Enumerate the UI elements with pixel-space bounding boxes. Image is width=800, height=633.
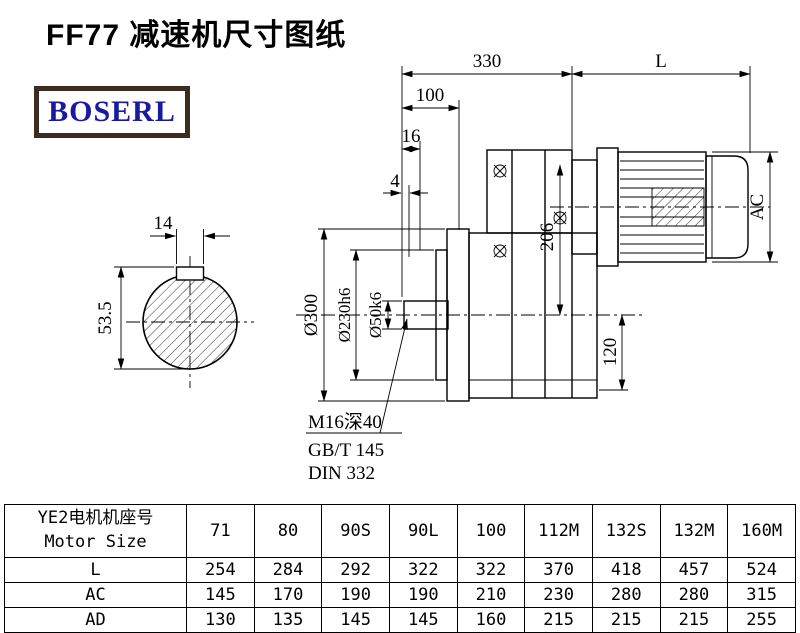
- dim-label-330: 330: [473, 51, 502, 72]
- gear-housing-lower: [468, 232, 598, 399]
- col-header: 90L: [388, 504, 458, 558]
- col-header: 112M: [524, 504, 593, 558]
- table-cell: 370: [524, 556, 593, 583]
- table-cell: 315: [727, 581, 796, 608]
- tapped-hole-note: M16深40 GB/T 145 DIN 332: [306, 318, 408, 484]
- output-shaft: [403, 300, 449, 330]
- dim-label-4: 4: [390, 171, 400, 192]
- table-cell: 255: [727, 606, 796, 633]
- shaft-section-view: 14 53.5: [95, 213, 254, 388]
- bolt-symbol-1: [493, 164, 507, 178]
- motor-size-header-cn: YE2电机机座号: [37, 508, 154, 528]
- dimension-AC: AC: [712, 151, 778, 263]
- dimension-120: 120: [599, 314, 628, 391]
- fan-cover: [705, 155, 749, 259]
- dim-label-120: 120: [600, 338, 621, 367]
- shaft-section-circle: [142, 274, 238, 370]
- table-cell: 145: [388, 606, 458, 633]
- table-cell: 215: [659, 606, 729, 633]
- dim-label-dia300: Ø300: [301, 294, 322, 336]
- dim-label-16: 16: [402, 126, 421, 147]
- col-header: 132S: [591, 504, 661, 558]
- col-header: 100: [456, 504, 526, 558]
- dimension-4: 4: [383, 171, 428, 257]
- table-cell: 292: [321, 556, 390, 583]
- dimension-L: L: [571, 51, 751, 153]
- col-header: 90S: [321, 504, 390, 558]
- table-header-row: YE2电机机座号 Motor Size 71 80 90S 90L 100 11…: [4, 504, 796, 558]
- boserl-logo: BOSERL: [34, 86, 190, 138]
- table-cell: 190: [388, 581, 458, 608]
- table-cell: 230: [524, 581, 593, 608]
- table-cell: 215: [591, 606, 661, 633]
- note-label-m16: M16深40: [308, 411, 382, 433]
- page-title: FF77 减速机尺寸图纸: [46, 19, 347, 52]
- table-cell: 160: [456, 606, 526, 633]
- motor: [596, 147, 749, 267]
- dim-key-width: 14: [150, 213, 230, 264]
- table-cell: 524: [727, 556, 796, 583]
- dimension-dia50k6: Ø50k6: [366, 292, 402, 338]
- dim-label-206: 206: [537, 223, 558, 252]
- dimension-206: 206: [537, 164, 564, 316]
- table-cell: 254: [186, 556, 255, 583]
- table-cell: 130: [186, 606, 255, 633]
- dim-label-L: L: [655, 51, 667, 72]
- dimension-dia300: Ø300: [301, 228, 445, 402]
- table-cell: 210: [456, 581, 526, 608]
- row-label: L: [4, 556, 187, 583]
- bolt-symbol-2: [493, 244, 507, 258]
- table-row-AD: AD 130 135 145 145 160 215 215 215 255: [4, 606, 796, 633]
- table-cell: 145: [186, 581, 255, 608]
- table-cell: 170: [253, 581, 323, 608]
- dim-label-53-5: 53.5: [95, 301, 116, 334]
- row-label: AC: [4, 581, 187, 608]
- col-header: 160M: [727, 504, 796, 558]
- keyway: [175, 266, 205, 281]
- table-cell: 418: [591, 556, 661, 583]
- table-row-L: L 254 284 292 322 322 370 418 457 524: [4, 556, 796, 583]
- note-label-gb: GB/T 145: [308, 440, 384, 461]
- table-cell: 280: [659, 581, 729, 608]
- dimension-16: 16: [401, 126, 421, 250]
- dimension-dia230h6: Ø230h6: [335, 249, 434, 381]
- table-cell: 135: [253, 606, 323, 633]
- dim-label-AC: AC: [747, 194, 768, 220]
- dimension-table: YE2电机机座号 Motor Size 71 80 90S 90L 100 11…: [4, 504, 796, 633]
- dimension-100: 100: [401, 85, 460, 230]
- table-cell: 322: [456, 556, 526, 583]
- table-cell: 145: [321, 606, 390, 633]
- table-cell: 457: [659, 556, 729, 583]
- dim-label-100: 100: [416, 85, 445, 106]
- note-label-din: DIN 332: [308, 463, 375, 484]
- table-cell: 322: [388, 556, 458, 583]
- motor-stator-block: [651, 187, 705, 227]
- motor-size-header-cell: YE2电机机座号 Motor Size: [4, 504, 187, 558]
- row-label: AD: [4, 606, 187, 633]
- table-cell: 215: [524, 606, 593, 633]
- reducer-main-view: [296, 147, 770, 402]
- technical-drawing: 14 53.5: [95, 51, 778, 484]
- dim-label-dia230h6: Ø230h6: [335, 288, 354, 343]
- col-header: 80: [253, 504, 323, 558]
- boserl-logo-text: BOSERL: [48, 95, 176, 128]
- dim-label-dia50k6: Ø50k6: [366, 292, 385, 338]
- table-row-AC: AC 145 170 190 190 210 230 280 280 315: [4, 581, 796, 608]
- gear-housing-upper: [486, 149, 573, 234]
- col-header: 71: [186, 504, 255, 558]
- col-header: 132M: [659, 504, 729, 558]
- table-cell: 280: [591, 581, 661, 608]
- table-cell: 284: [253, 556, 323, 583]
- motor-size-header-en: Motor Size: [44, 531, 147, 552]
- dim-label-14: 14: [154, 213, 174, 234]
- dim-key-height: 53.5: [95, 266, 188, 370]
- dimension-330: 330: [401, 51, 573, 297]
- table-cell: 190: [321, 581, 390, 608]
